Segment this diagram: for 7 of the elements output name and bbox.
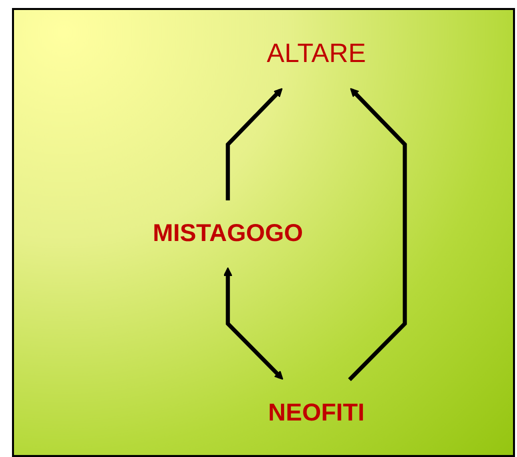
arrow xyxy=(223,267,284,380)
node-text: MISTAGOGO xyxy=(152,220,303,248)
diagram-background: ALTARE MISTAGOGO NEOFITI xyxy=(12,8,515,457)
arrow xyxy=(226,88,283,200)
arrow xyxy=(348,88,407,382)
node-text: ALTARE xyxy=(266,37,366,68)
node-text: NEOFITI xyxy=(268,398,365,426)
